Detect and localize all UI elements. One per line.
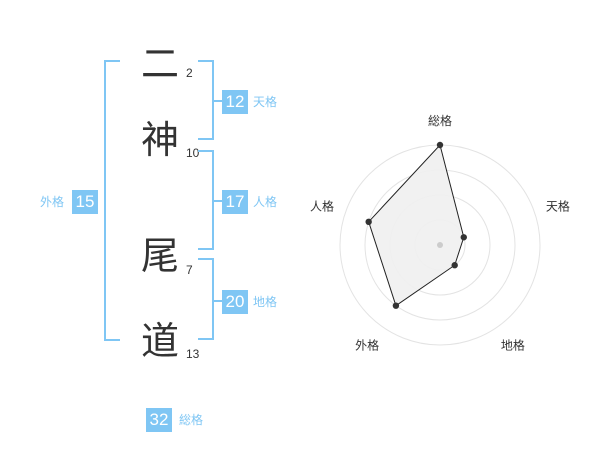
- stroke-count-1: 2: [186, 66, 193, 80]
- chikaku-label: 地格: [253, 295, 278, 309]
- stroke-count-3: 7: [186, 263, 193, 277]
- radar-axis-label-4: 外格: [355, 337, 379, 352]
- chikaku-badge: 20: [222, 290, 248, 314]
- radar-axis-label-3: 地格: [501, 337, 525, 352]
- soukaku-label: 総格: [179, 413, 204, 427]
- radar-area: [368, 143, 465, 307]
- tenkaku-badge: 12: [222, 90, 248, 114]
- name-char-3: 尾: [140, 234, 179, 278]
- name-char-4: 道: [140, 319, 179, 363]
- name-char-2: 神: [140, 118, 179, 162]
- radar-axis-label-5: 人格: [310, 199, 334, 214]
- name-char-1: 二: [140, 42, 179, 86]
- soukaku-badge: 32: [146, 408, 172, 432]
- radar-axis-label-1: 総格: [428, 113, 452, 128]
- tenkaku-connector: [212, 100, 222, 102]
- radar-point-1: [436, 141, 444, 149]
- radar-point-2: [460, 234, 467, 241]
- radar-axis-label-2: 天格: [546, 199, 570, 214]
- jinkaku-connector: [212, 200, 222, 202]
- gaikaku-label: 外格: [40, 195, 65, 209]
- chikaku-bracket: [198, 258, 214, 340]
- stroke-count-4: 13: [186, 347, 200, 361]
- jinkaku-label: 人格: [253, 195, 278, 209]
- radar-point-5: [365, 218, 372, 226]
- gaikaku-bracket: [104, 60, 120, 341]
- jinkaku-badge: 17: [222, 190, 248, 214]
- gaikaku-badge: 15: [72, 190, 98, 214]
- radar-center: [437, 242, 443, 248]
- stroke-count-2: 10: [186, 146, 200, 160]
- radar-point-3: [451, 262, 458, 269]
- chikaku-connector: [212, 300, 222, 302]
- radar-point-4: [392, 302, 400, 309]
- tenkaku-label: 天格: [253, 95, 278, 109]
